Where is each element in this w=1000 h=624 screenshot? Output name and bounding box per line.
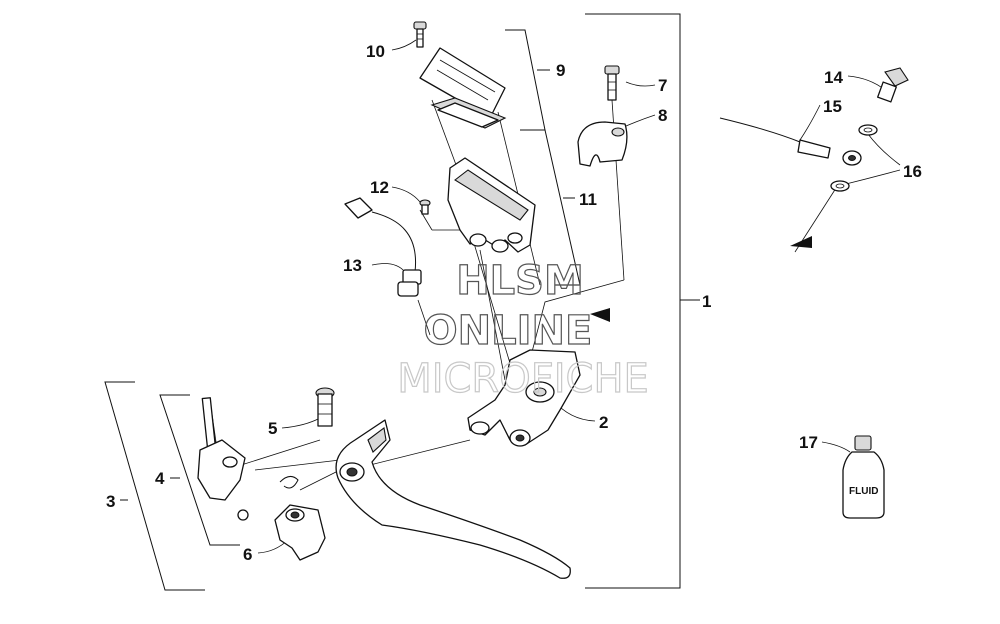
direction-arrow [790,236,812,248]
master-cylinder-body-part [447,157,536,253]
brake-lever-part [335,419,571,579]
bracket-lines [104,13,700,591]
brake-switch-part [344,197,422,297]
callout-16: 16 [903,162,922,181]
handlebar-clamp-part [577,121,628,167]
callout-7: 7 [658,76,667,95]
callout-5: 5 [268,419,277,438]
callout-15: 15 [823,97,842,116]
callout-14: 14 [824,68,843,87]
watermark-line-1: HLSM [456,258,584,304]
callout-8: 8 [658,106,667,125]
callout-3: 3 [106,492,115,511]
banjo-bolt-part [877,67,909,103]
direction-arrow [590,308,610,322]
lever-adjuster-part [274,504,326,561]
callout-2: 2 [599,413,608,432]
brake-hose-part [719,117,862,166]
watermark-line-3: MICROFICHE [397,356,649,402]
watermark-line-2: ONLINE [424,308,593,354]
callout-11: 11 [579,190,597,209]
callout-1: 1 [702,292,711,311]
callout-4: 4 [155,469,165,488]
reservoir-cap-part [419,47,507,129]
callout-6: 6 [243,545,252,564]
cap-screw-part [413,21,427,48]
callout-13: 13 [343,256,362,275]
brake-fluid-bottle: FLUID [842,435,885,519]
crush-washers-part [830,124,878,192]
lever-mount-part [467,349,581,447]
callout-10: 10 [366,42,385,61]
callout-9: 9 [556,61,565,80]
callout-labels: 1 2 3 4 5 6 7 8 9 10 11 12 13 14 15 16 1… [106,42,922,564]
switch-screw-part [419,199,431,215]
watermark: HLSM ONLINE MICROFICHE [397,257,650,402]
adjuster-assembly-part [197,397,299,521]
bottle-label: FLUID [849,486,878,497]
callout-17: 17 [799,433,818,452]
callout-12: 12 [370,178,389,197]
clamp-bolt-part [604,65,620,101]
pivot-bolt-part [315,387,335,427]
